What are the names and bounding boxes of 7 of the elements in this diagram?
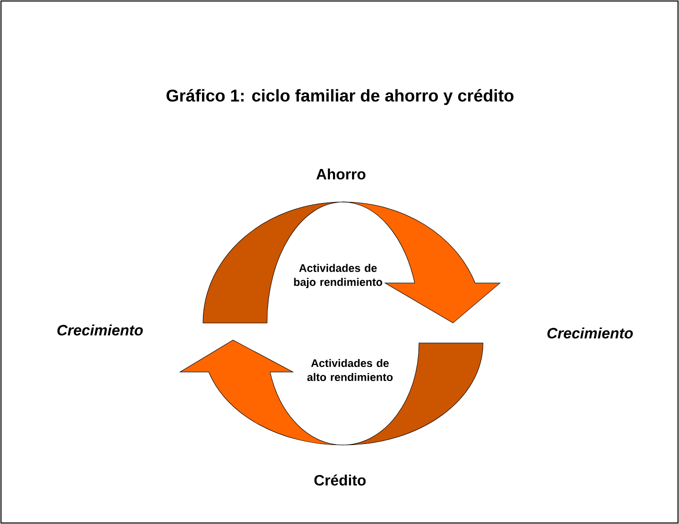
title: Gráfico 1: ciclo familiar de ahorro y crédito [166, 89, 514, 105]
side-label: Crecimiento [547, 328, 633, 338]
inner-label: Actividades de alto rendimiento [307, 358, 393, 382]
section-label: Ahorro [316, 168, 366, 180]
side-label: Crecimiento [57, 324, 143, 336]
section-label: Crédito [314, 474, 366, 486]
inner-label: Actividades de bajo rendimiento [294, 264, 382, 288]
